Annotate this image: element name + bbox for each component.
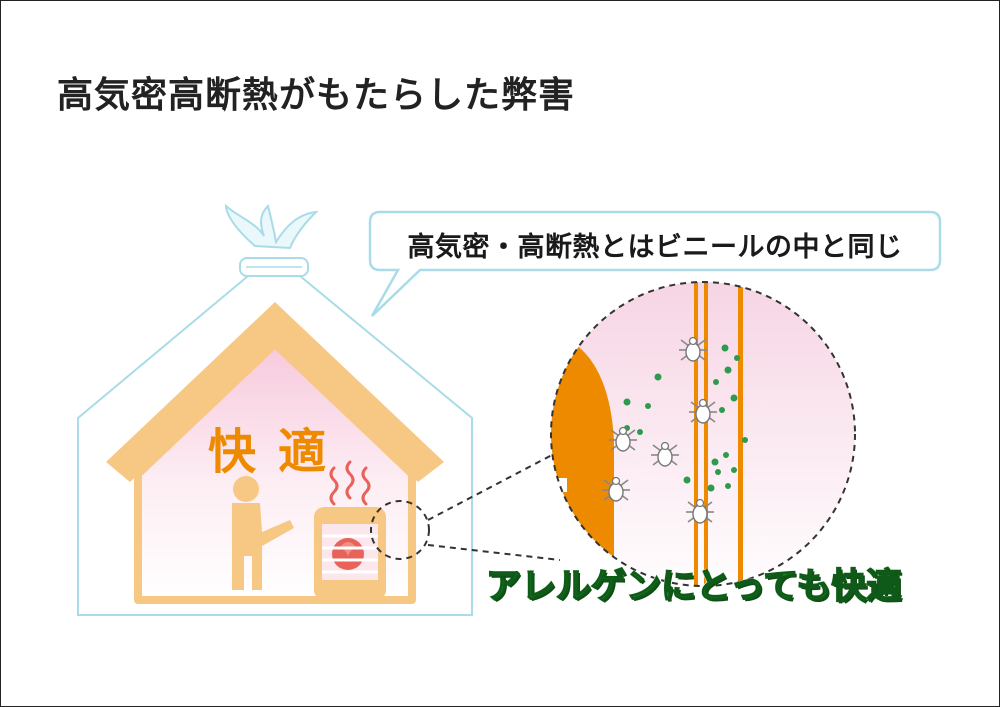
speech-bubble [368, 210, 942, 317]
heater-icon [314, 507, 386, 600]
heat-wave-icon [329, 460, 371, 506]
page-title: 高気密高断熱がもたらした弊害 [57, 75, 576, 116]
magnifier-circle [550, 281, 856, 587]
person-icon [232, 476, 294, 590]
allergen-particles [623, 344, 748, 492]
speech-bubble-text: 高気密・高断熱とはビニールの中と同じ [407, 231, 903, 263]
bag-outline [77, 203, 473, 616]
allergen-caption: アレルゲンにとっても快適 [485, 566, 902, 608]
room-comfort-label: 快適 [208, 424, 349, 480]
zoom-connector [370, 454, 561, 561]
